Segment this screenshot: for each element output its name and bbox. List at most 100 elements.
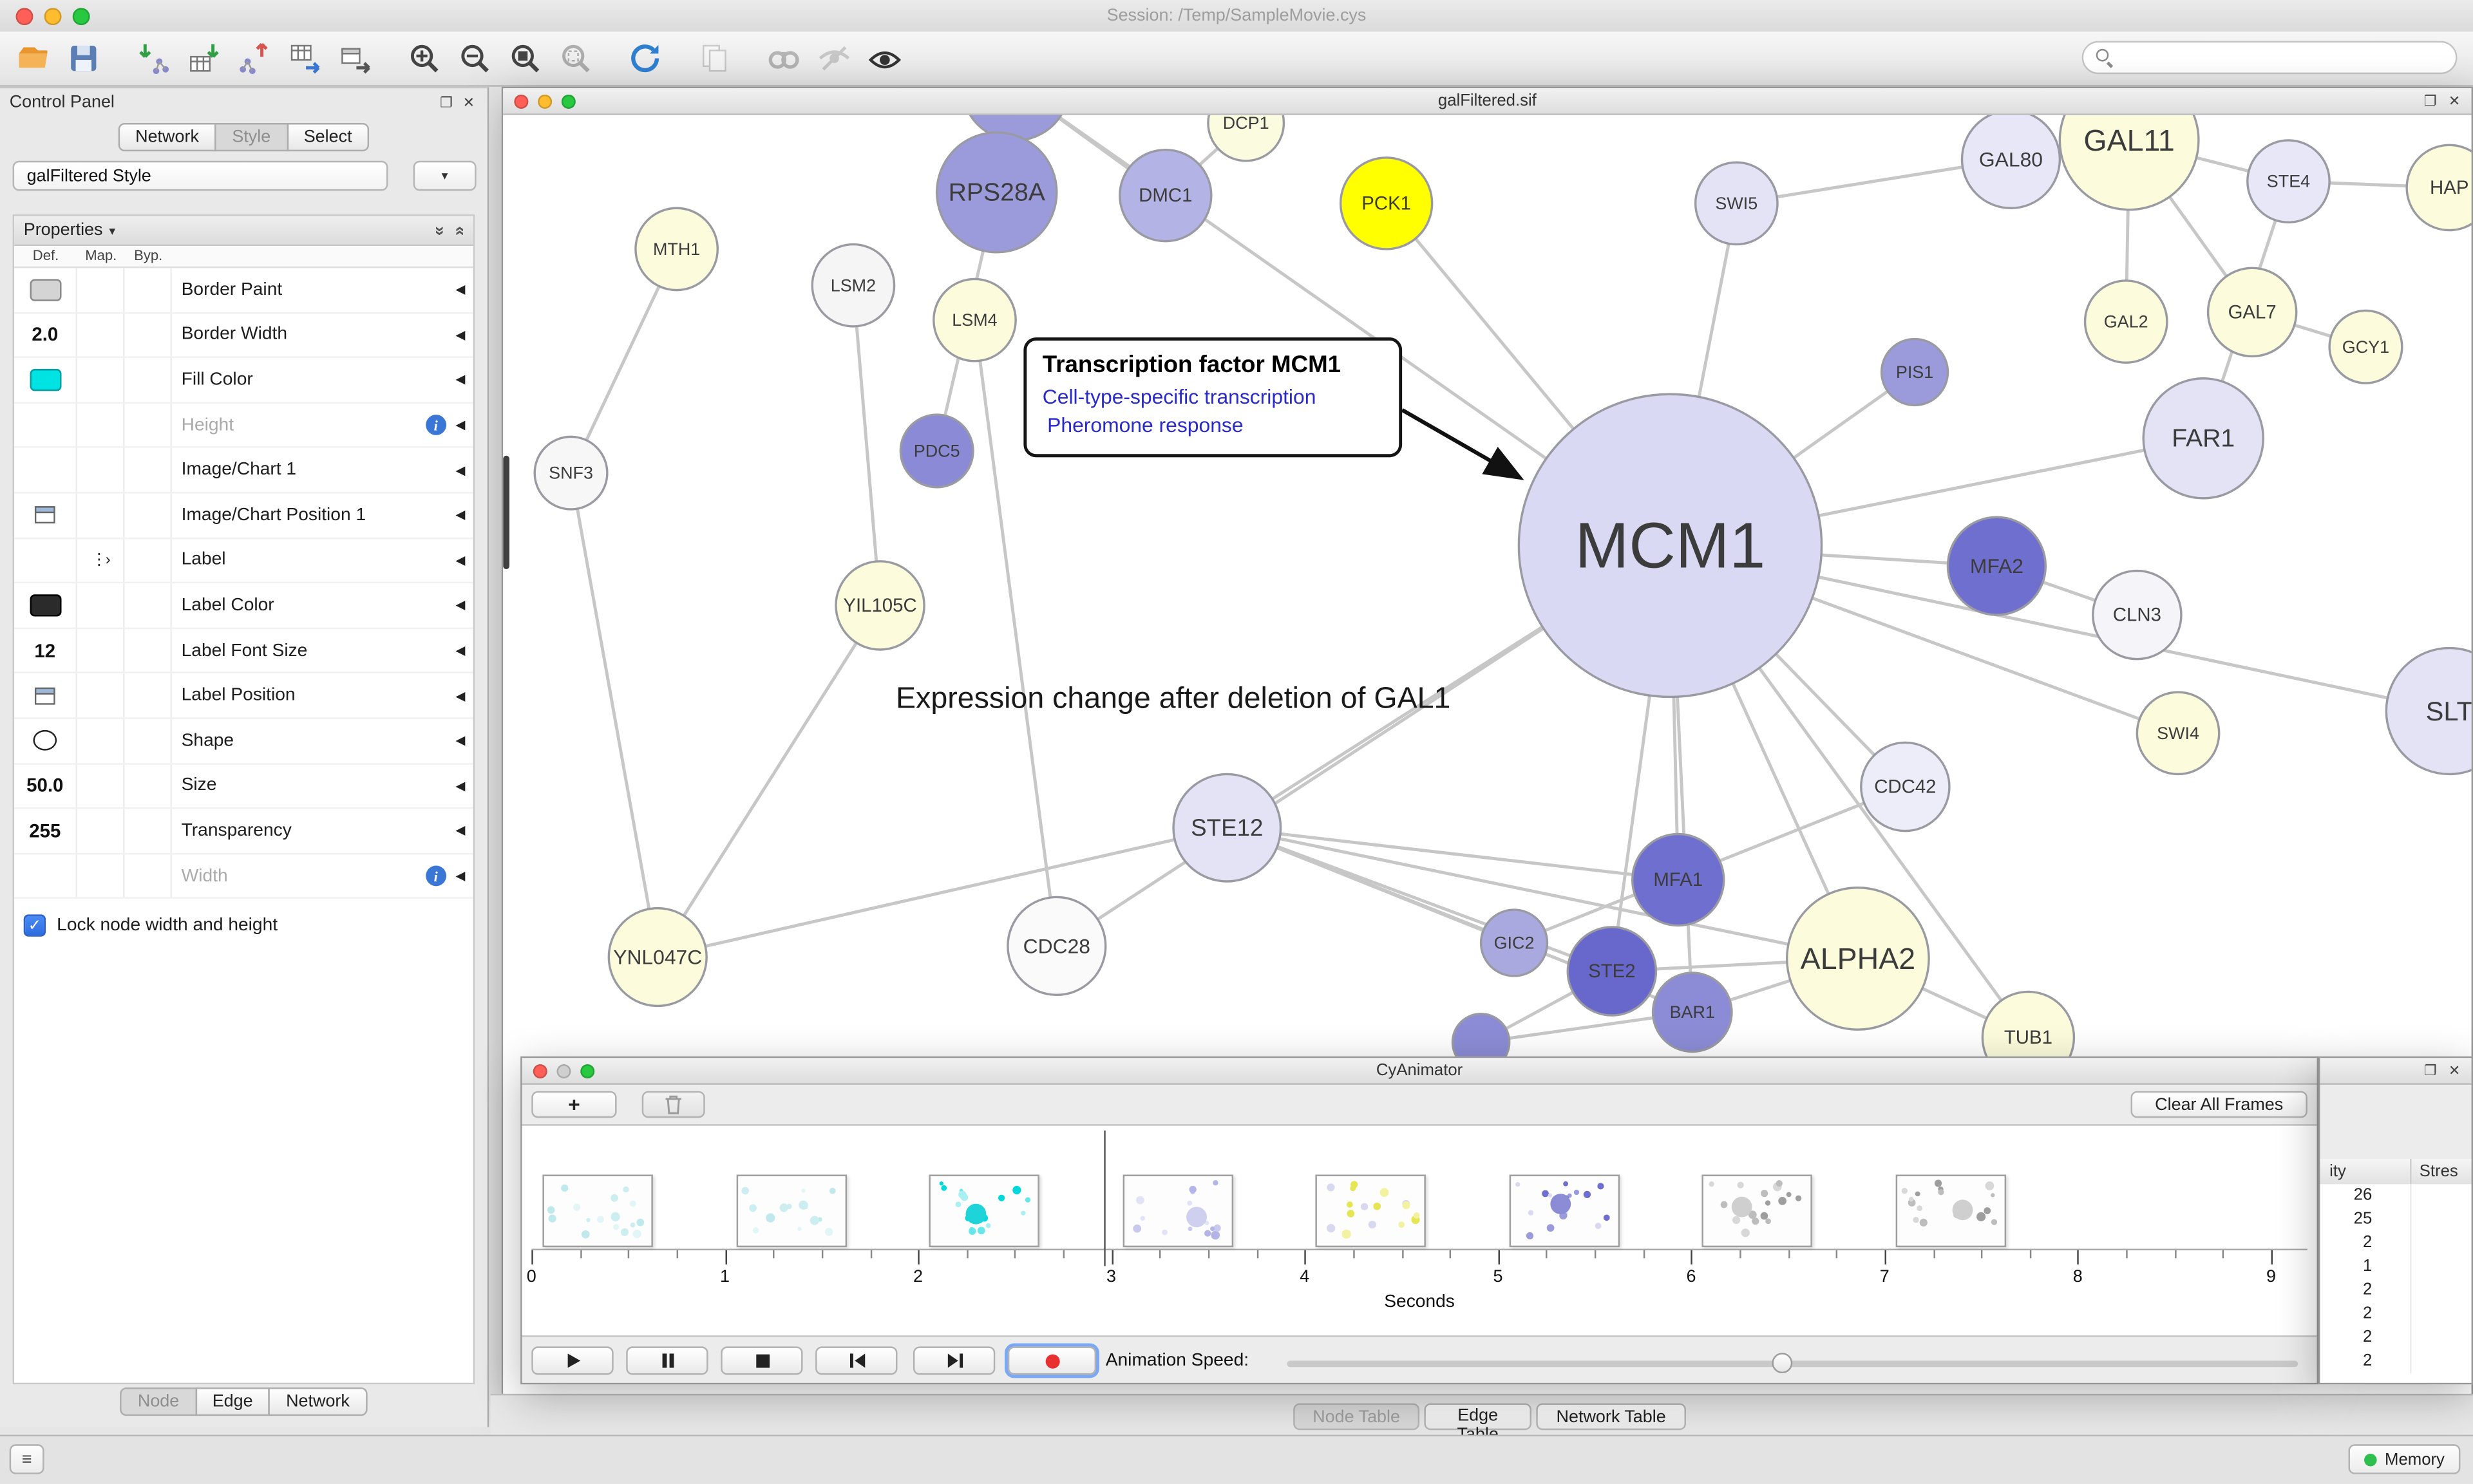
tab-network-bottom[interactable]: Network	[269, 1387, 367, 1416]
collapse-all-icon[interactable]: »	[430, 225, 447, 235]
expand-arrow-icon[interactable]: ◀	[455, 553, 465, 567]
property-row-label-font-size[interactable]: 12Label Font Size◀	[14, 629, 473, 674]
annotation-box[interactable]: Transcription factor MCM1 Cell-type-spec…	[1023, 337, 1402, 458]
network-edge[interactable]	[658, 605, 880, 957]
mapping-cell[interactable]: ⋮›	[77, 538, 124, 582]
mapping-cell[interactable]	[77, 674, 124, 718]
network-node-swi5[interactable]: SWI5	[1696, 162, 1777, 244]
network-node-gal7[interactable]: GAL7	[2208, 268, 2297, 356]
frame-thumbnail-4[interactable]	[1123, 1174, 1233, 1247]
bypass-cell[interactable]	[124, 719, 171, 763]
play-button[interactable]	[531, 1346, 613, 1375]
network-node-mth1[interactable]: MTH1	[636, 208, 717, 290]
lock-checkbox[interactable]: ✓	[24, 915, 46, 937]
property-row-label[interactable]: ⋮›Label◀	[14, 538, 473, 583]
default-value-cell[interactable]	[14, 719, 77, 763]
default-value-cell[interactable]	[14, 538, 77, 582]
mapping-cell[interactable]	[77, 719, 124, 763]
network-node-swi4[interactable]: SWI4	[2137, 692, 2219, 774]
network-node-ste2[interactable]: STE2	[1568, 927, 1656, 1015]
default-value-cell[interactable]	[14, 448, 77, 492]
bypass-cell[interactable]	[124, 764, 171, 808]
bypass-cell[interactable]	[124, 674, 171, 718]
network-node-alpha2[interactable]: ALPHA2	[1787, 888, 1929, 1029]
new-window-button[interactable]	[334, 38, 375, 79]
default-value-cell[interactable]	[14, 403, 77, 447]
network-node-hap[interactable]: HAP	[2407, 145, 2471, 230]
network-node-ynl047c[interactable]: YNL047C	[609, 908, 706, 1006]
style-combo[interactable]: galFiltered Style	[13, 161, 388, 191]
frame-thumbnail-6[interactable]	[1509, 1174, 1619, 1247]
frames-timeline[interactable]: Seconds 0123456789	[522, 1124, 2317, 1337]
default-value-cell[interactable]: 12	[14, 629, 77, 673]
network-node-lsm4[interactable]: LSM4	[934, 279, 1016, 361]
memory-button[interactable]: Memory	[2349, 1444, 2461, 1474]
zoom-in-button[interactable]	[404, 38, 445, 79]
export-table-button[interactable]	[284, 38, 325, 79]
network-node-lsm2[interactable]: LSM2	[812, 245, 894, 326]
results-row[interactable]: 25	[2320, 1208, 2471, 1232]
tab-network[interactable]: Network	[118, 123, 216, 151]
zoom-window-icon[interactable]	[73, 7, 90, 24]
network-node-pck1[interactable]: PCK1	[1341, 158, 1432, 249]
bypass-cell[interactable]	[124, 448, 171, 492]
export-network-button[interactable]	[233, 38, 274, 79]
property-row-image-chart-1[interactable]: Image/Chart 1◀	[14, 448, 473, 493]
results-row[interactable]: 26	[2320, 1184, 2471, 1208]
mapping-cell[interactable]	[77, 809, 124, 853]
bypass-cell[interactable]	[124, 629, 171, 673]
tab-network-table[interactable]: Network Table	[1536, 1404, 1686, 1431]
pause-button[interactable]	[626, 1346, 708, 1375]
float-panel-icon[interactable]: ❐	[440, 88, 453, 117]
expand-arrow-icon[interactable]: ◀	[455, 283, 465, 297]
show-all-button[interactable]	[864, 38, 905, 79]
minimize-window-icon[interactable]	[538, 94, 552, 108]
tab-edge-table[interactable]: Edge Table	[1424, 1404, 1531, 1431]
close-window-icon[interactable]	[533, 1064, 547, 1078]
tab-node[interactable]: Node	[120, 1387, 196, 1416]
tab-style[interactable]: Style	[214, 123, 288, 151]
expand-arrow-icon[interactable]: ◀	[455, 643, 465, 657]
default-value-cell[interactable]	[14, 268, 77, 312]
expand-arrow-icon[interactable]: ◀	[455, 373, 465, 387]
default-value-cell[interactable]: 2.0	[14, 313, 77, 357]
column-header-centrality[interactable]: ity	[2320, 1159, 2411, 1184]
playhead[interactable]	[1104, 1131, 1105, 1266]
network-node-gcy1[interactable]: GCY1	[2329, 310, 2402, 383]
open-button[interactable]	[13, 38, 54, 79]
save-button[interactable]	[63, 38, 104, 79]
stop-button[interactable]	[721, 1346, 802, 1375]
property-row-height[interactable]: Heighti◀	[14, 403, 473, 448]
mapping-cell[interactable]	[77, 854, 124, 898]
zoom-selected-button[interactable]	[555, 38, 596, 79]
results-titlebar[interactable]: ❐ ✕	[2320, 1058, 2471, 1085]
network-node-cdc28[interactable]: CDC28	[1008, 897, 1106, 995]
close-panel-icon[interactable]: ✕	[463, 88, 475, 117]
column-header-stress[interactable]: Stres	[2411, 1159, 2471, 1184]
delete-frame-button[interactable]	[642, 1091, 705, 1118]
refresh-button[interactable]	[625, 38, 666, 79]
float-window-icon[interactable]: ❐	[2424, 88, 2437, 113]
zoom-window-icon[interactable]	[562, 94, 576, 108]
minimize-window-icon[interactable]	[556, 1064, 571, 1078]
expand-arrow-icon[interactable]: ◀	[455, 418, 465, 432]
hide-selected-button[interactable]	[814, 38, 855, 79]
mapping-cell[interactable]	[77, 448, 124, 492]
default-value-cell[interactable]	[14, 493, 77, 537]
cyanimator-titlebar[interactable]: CyAnimator	[522, 1058, 2317, 1085]
bypass-cell[interactable]	[124, 358, 171, 402]
expand-arrow-icon[interactable]: ◀	[455, 463, 465, 477]
bypass-cell[interactable]	[124, 493, 171, 537]
property-row-transparency[interactable]: 255Transparency◀	[14, 809, 473, 854]
search-box[interactable]	[2082, 41, 2458, 74]
tab-node-table[interactable]: Node Table	[1293, 1404, 1419, 1431]
network-window-titlebar[interactable]: galFiltered.sif ❐ ✕	[503, 88, 2471, 115]
results-row[interactable]: 2	[2320, 1326, 2471, 1350]
skip-back-button[interactable]	[815, 1346, 897, 1375]
network-node-dmc1[interactable]: DMC1	[1120, 150, 1211, 241]
property-row-border-width[interactable]: 2.0Border Width◀	[14, 313, 473, 358]
mapping-cell[interactable]	[77, 358, 124, 402]
results-row[interactable]: 2	[2320, 1232, 2471, 1255]
frame-thumbnail-2[interactable]	[736, 1174, 846, 1247]
bypass-cell[interactable]	[124, 538, 171, 582]
